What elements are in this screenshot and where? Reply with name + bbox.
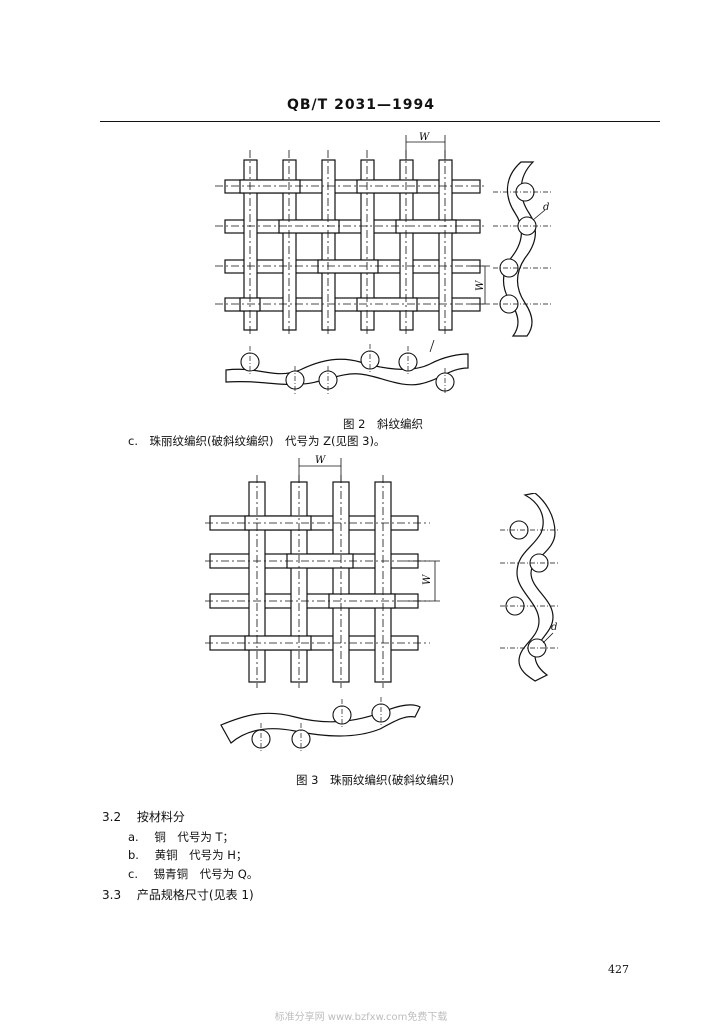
list-text: 铜 代号为 T； (154, 830, 235, 844)
fig2-warp-wire-3 (321, 159, 336, 331)
list-marker: c. (128, 867, 138, 881)
figure-2-weave-plan: W W (215, 132, 490, 335)
footer-watermark: 标准分享网 www.bzfxw.com免费下载 (274, 1012, 448, 1023)
figure-3-d-label: d (551, 622, 558, 633)
fig2-warp-wire-4 (360, 159, 375, 331)
list-text: 锡青铜 代号为 Q。 (153, 867, 259, 881)
section-3-2-heading: 3.2 按材料分 (102, 808, 185, 825)
list-item: b. 黄铜 代号为 H； (128, 847, 247, 863)
svg-text:W: W (475, 280, 486, 291)
figure-2-bottom-section (225, 340, 469, 394)
header-rule (100, 121, 660, 122)
svg-text:W: W (422, 574, 433, 585)
figure-2-d-label: d (543, 202, 550, 213)
section-3-3-number: 3.3 (102, 888, 122, 902)
list-marker: b. (128, 848, 139, 862)
section-3-2-title: 按材料分 (136, 810, 185, 824)
fig2-warp-wire-6 (438, 159, 453, 331)
figure-2-caption: 图 2 斜纹编织 (343, 417, 423, 431)
figure-2-side-section (493, 161, 553, 337)
section-3-3-heading: 3.3 产品规格尺寸(见表 1) (102, 886, 254, 903)
figure-3-caption: 图 3 珠丽纹编织(破斜纹编织) (296, 773, 454, 787)
fig2-warp-wire-5 (399, 159, 414, 331)
figure-3-bottom-section (220, 697, 421, 753)
list-marker: a. (128, 830, 139, 844)
page-number: 427 (608, 963, 629, 976)
fig2-warp-wire-2 (282, 159, 297, 331)
list-item: c. 锡青铜 代号为 Q。 (128, 866, 258, 882)
section-3-3-title: 产品规格尺寸(见表 1) (136, 888, 254, 902)
fig2-warp-wire-1 (243, 159, 258, 331)
section-3-2-number: 3.2 (102, 810, 122, 824)
figure-3-weave-plan: W W (205, 455, 440, 688)
list-item: a. 铜 代号为 T； (128, 829, 234, 845)
document-header: QB/T 2031—1994 (286, 97, 436, 113)
svg-text:W: W (315, 455, 326, 466)
list-text: 黄铜 代号为 H； (154, 848, 248, 862)
svg-text:W: W (419, 132, 430, 143)
figure-3-side-section (500, 493, 560, 682)
clause-c-text: c. 珠丽纹编织(破斜纹编织) 代号为 Z(见图 3)。 (128, 434, 386, 448)
